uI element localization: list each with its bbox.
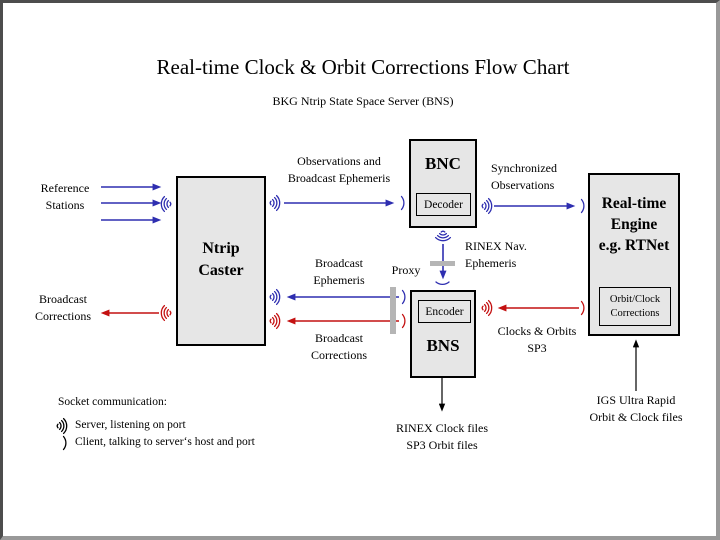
rinex-clock-files-label: RINEX Clock files SP3 Orbit files	[396, 421, 488, 452]
ntrip-caster-label: Ntrip Caster	[198, 240, 244, 279]
encoder-box: Encoder	[418, 300, 471, 323]
broadcast-ephemeris-label: Broadcast Ephemeris	[313, 256, 365, 287]
client-socket-icon	[401, 313, 408, 329]
server-socket-icon	[434, 229, 452, 243]
server-socket-icon	[55, 417, 69, 435]
bns-label: BNS	[426, 336, 460, 355]
realtime-engine-box: Real-time Engine e.g. RTNet Orbit/Clock …	[588, 173, 680, 336]
server-socket-icon	[268, 312, 282, 330]
client-socket-icon	[400, 195, 407, 211]
ntrip-caster-box: Ntrip Caster	[176, 176, 266, 346]
realtime-engine-label: Real-time Engine e.g. RTNet	[598, 195, 670, 254]
legend-server-label: Server, listening on port	[75, 419, 186, 431]
broadcast-corrections-left-label: Broadcast Corrections	[35, 292, 91, 323]
client-socket-icon	[435, 281, 451, 288]
bnc-box: BNC Decoder	[409, 139, 477, 228]
server-socket-icon	[268, 288, 282, 306]
server-socket-icon	[159, 195, 173, 213]
proxy-label: Proxy	[391, 263, 421, 277]
reference-stations-label: Reference Stations	[40, 181, 90, 212]
proxy-vertical-bar	[390, 287, 396, 334]
server-socket-icon	[480, 197, 494, 215]
server-socket-icon	[480, 299, 494, 317]
broadcast-corrections-mid-label: Broadcast Corrections	[311, 331, 367, 362]
clocks-orbits-sp3-label: Clocks & Orbits SP3	[497, 324, 577, 355]
bnc-label: BNC	[425, 154, 461, 173]
client-socket-icon	[62, 435, 69, 451]
decoder-box: Decoder	[416, 193, 471, 216]
client-socket-icon	[401, 289, 408, 305]
legend-client-label: Client, talking to server‘s host and por…	[75, 436, 255, 448]
legend-heading: Socket communication:	[58, 396, 167, 408]
rinex-nav-ephemeris-label: RINEX Nav. Ephemeris	[465, 239, 527, 270]
server-socket-icon	[159, 304, 173, 322]
bns-box: Encoder BNS	[410, 290, 476, 378]
synchronized-observations-label: Synchronized Observations	[491, 161, 557, 192]
orbit-clock-corrections-box: Orbit/Clock Corrections	[599, 287, 671, 326]
igs-ultra-rapid-label: IGS Ultra Rapid Orbit & Clock files	[589, 393, 683, 424]
client-socket-icon	[580, 198, 587, 214]
server-socket-icon	[268, 194, 282, 212]
page-subtitle: BKG Ntrip State Space Server (BNS)	[272, 94, 454, 108]
proxy-horizontal-bar	[430, 261, 455, 266]
page-title: Real-time Clock & Orbit Corrections Flow…	[156, 55, 570, 79]
observations-label: Observations and Broadcast Ephemeris	[287, 154, 391, 185]
client-socket-icon	[580, 300, 587, 316]
